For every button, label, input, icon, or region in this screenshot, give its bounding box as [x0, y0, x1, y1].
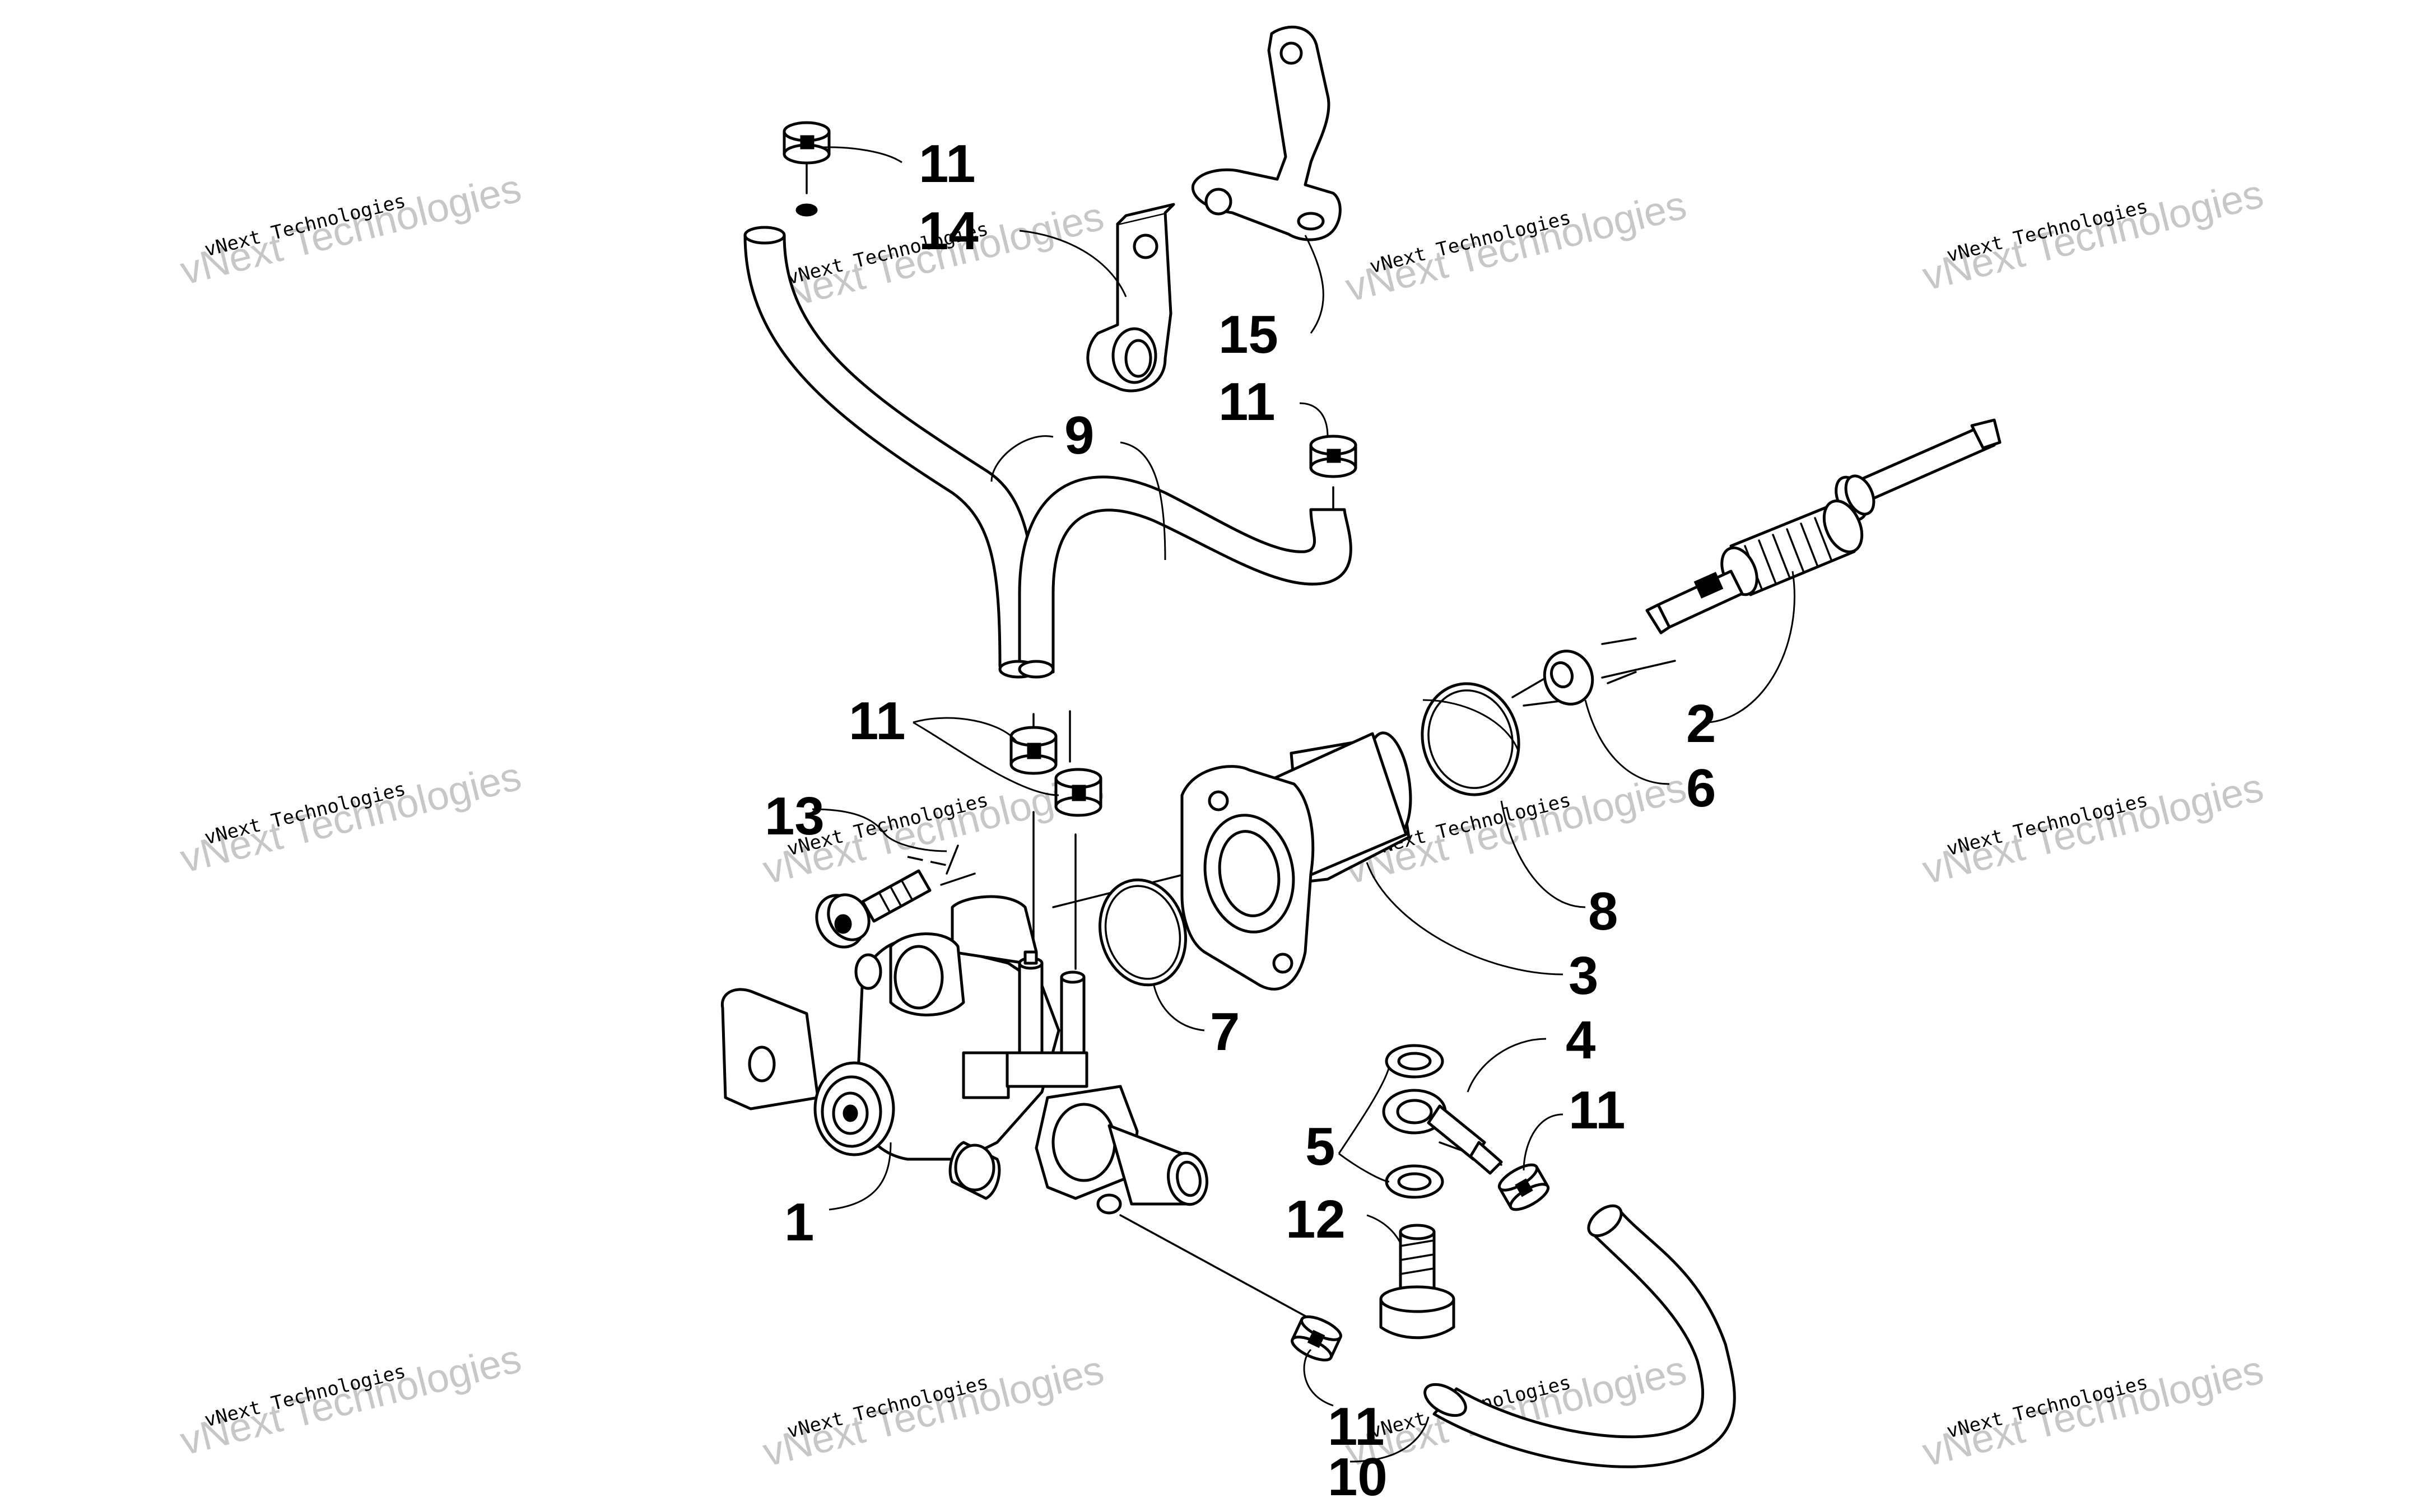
- watermark-big-text: vNext Technologies: [176, 1336, 525, 1464]
- banjo-bolt-12: [1379, 1224, 1455, 1340]
- washer-5-upper: [1385, 1044, 1444, 1079]
- hose-9: [743, 203, 1352, 679]
- callout-14: 14: [919, 201, 979, 261]
- banjo-fitting-4: [1382, 1089, 1503, 1175]
- watermark-big-text: vNext Technologies: [176, 754, 525, 881]
- watermark-big-text: vNext Technologies: [758, 1347, 1108, 1475]
- oil-pump-1: [720, 895, 1208, 1215]
- callout-3: 3: [1569, 946, 1598, 1006]
- callout-7: 7: [1210, 1002, 1240, 1062]
- callout-11-right: 11: [1569, 1080, 1625, 1140]
- callout-2: 2: [1686, 694, 1716, 754]
- hose-holder-14: [1086, 203, 1175, 393]
- washer-5-lower: [1385, 1164, 1444, 1199]
- watermark-big-text: vNext Technologies: [1341, 183, 1691, 310]
- callout-13: 13: [765, 786, 825, 846]
- watermark-big-text: vNext Technologies: [1918, 765, 2268, 893]
- hose-clamp: [1054, 768, 1102, 817]
- drive-shaft-2: [1645, 418, 2002, 634]
- callout-11-bottom: 11: [1328, 1397, 1384, 1457]
- callout-12: 12: [1286, 1189, 1346, 1249]
- callout-5: 5: [1305, 1117, 1335, 1177]
- watermark: vNext Technologies vNext Technologies: [176, 166, 525, 293]
- watermark: vNext Technologies vNext Technologies: [1918, 1347, 2268, 1475]
- screw-thread: [878, 880, 913, 913]
- callout-6: 6: [1686, 758, 1716, 818]
- callout-11-top: 11: [919, 134, 975, 194]
- watermark-big-text: vNext Technologies: [1918, 171, 2268, 299]
- leader-lines: [812, 146, 1795, 1463]
- watermark: vNext Technologies vNext Technologies: [176, 1336, 525, 1464]
- callout-8: 8: [1588, 881, 1618, 941]
- watermark: vNext Technologies vNext Technologies: [758, 1347, 1108, 1475]
- o-ring-7: [1098, 878, 1188, 987]
- watermark: vNext Technologies vNext Technologies: [1341, 183, 1691, 310]
- mounting-bracket-15: [1191, 25, 1342, 241]
- hose-clamp: [1497, 1163, 1550, 1211]
- callout-9: 9: [1064, 405, 1094, 465]
- watermark-big-text: vNext Technologies: [1918, 1347, 2268, 1475]
- callout-11-upper-right: 11: [1218, 372, 1275, 432]
- bolt-thread: [1399, 1239, 1435, 1275]
- callout-10: 10: [1328, 1447, 1388, 1507]
- watermark: vNext Technologies vNext Technologies: [176, 754, 525, 881]
- hose-clamp: [783, 121, 831, 165]
- hose-clamp: [1309, 435, 1357, 478]
- callout-15: 15: [1218, 305, 1278, 365]
- screw-13: [815, 869, 932, 949]
- callout-4: 4: [1566, 1010, 1595, 1070]
- callout-labels: 11 14 15 11 9 11 13 2 6 8 3 7 4 11 5 12 …: [765, 134, 1716, 1507]
- hose-10: [1423, 1204, 1736, 1468]
- watermark: vNext Technologies vNext Technologies: [1918, 171, 2268, 299]
- watermark: vNext Technologies vNext Technologies: [1918, 765, 2268, 893]
- callout-1: 1: [784, 1192, 814, 1252]
- o-ring-8: [1421, 682, 1520, 796]
- hose-clamp: [1291, 1315, 1342, 1362]
- pump-housing-3: [1180, 731, 1412, 991]
- hose-clamp: [1009, 726, 1058, 775]
- watermark-big-text: vNext Technologies: [176, 166, 525, 293]
- washer-6: [1543, 650, 1594, 706]
- callout-11-middle: 11: [849, 691, 905, 751]
